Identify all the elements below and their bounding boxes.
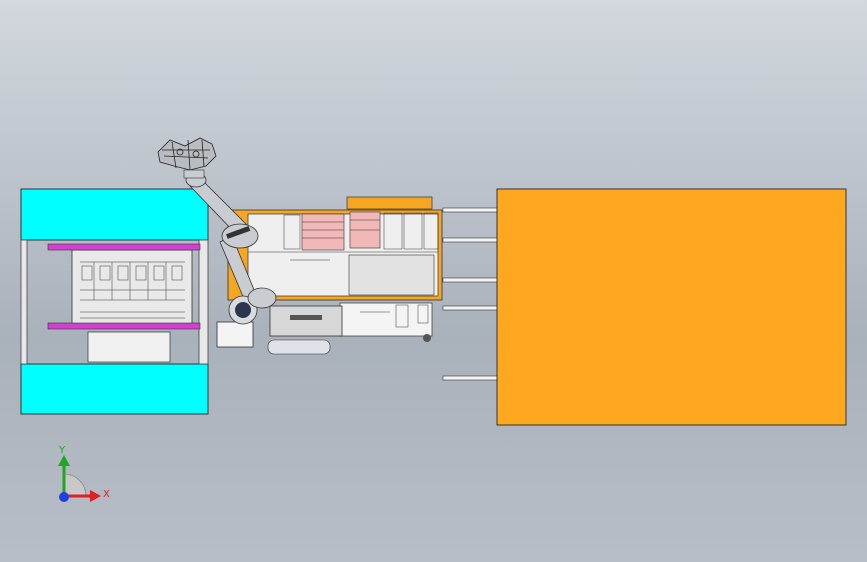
connecting-rods <box>442 207 498 381</box>
coordinate-triad: Y X <box>58 445 110 502</box>
left-fixture-station <box>20 188 209 415</box>
rotary-base <box>267 339 331 355</box>
end-effector-gripper <box>157 137 217 171</box>
machine-foot <box>423 334 431 342</box>
controller-box <box>216 321 254 348</box>
fixture-upper-rail <box>47 243 201 251</box>
pink-plate <box>301 213 345 251</box>
machine-side-panel <box>348 254 435 296</box>
fixture-left-post <box>20 239 28 365</box>
fixture-bottom-block <box>20 363 209 415</box>
gripper-mount <box>183 169 205 179</box>
arm-elbow-band <box>226 226 251 239</box>
arm-base-cap <box>235 302 251 318</box>
fixture-detail-lines <box>80 261 185 319</box>
machine-top-cap <box>346 196 433 210</box>
robot-arm <box>157 137 277 325</box>
triad-x-arrow <box>90 490 101 502</box>
gray-slide-slot <box>290 315 322 320</box>
fixture-lower-rail <box>47 322 201 330</box>
gray-slide <box>269 305 343 337</box>
fixture-inner-frame <box>71 249 193 327</box>
right-orange-table <box>496 188 847 426</box>
fixture-right-post <box>198 239 209 365</box>
fixture-block <box>87 331 171 363</box>
triad-y-arrow <box>58 455 70 466</box>
triad-x-label: X <box>103 489 110 500</box>
base-plate <box>339 302 433 337</box>
triad-z-axis <box>59 492 69 502</box>
center-machine <box>227 196 443 355</box>
triad-arc <box>63 473 87 497</box>
arm-shoulder-joint <box>247 287 277 309</box>
triad-y-label: Y <box>58 445 66 456</box>
fixture-top-block <box>20 188 209 241</box>
machine-detail-lines <box>248 212 439 328</box>
